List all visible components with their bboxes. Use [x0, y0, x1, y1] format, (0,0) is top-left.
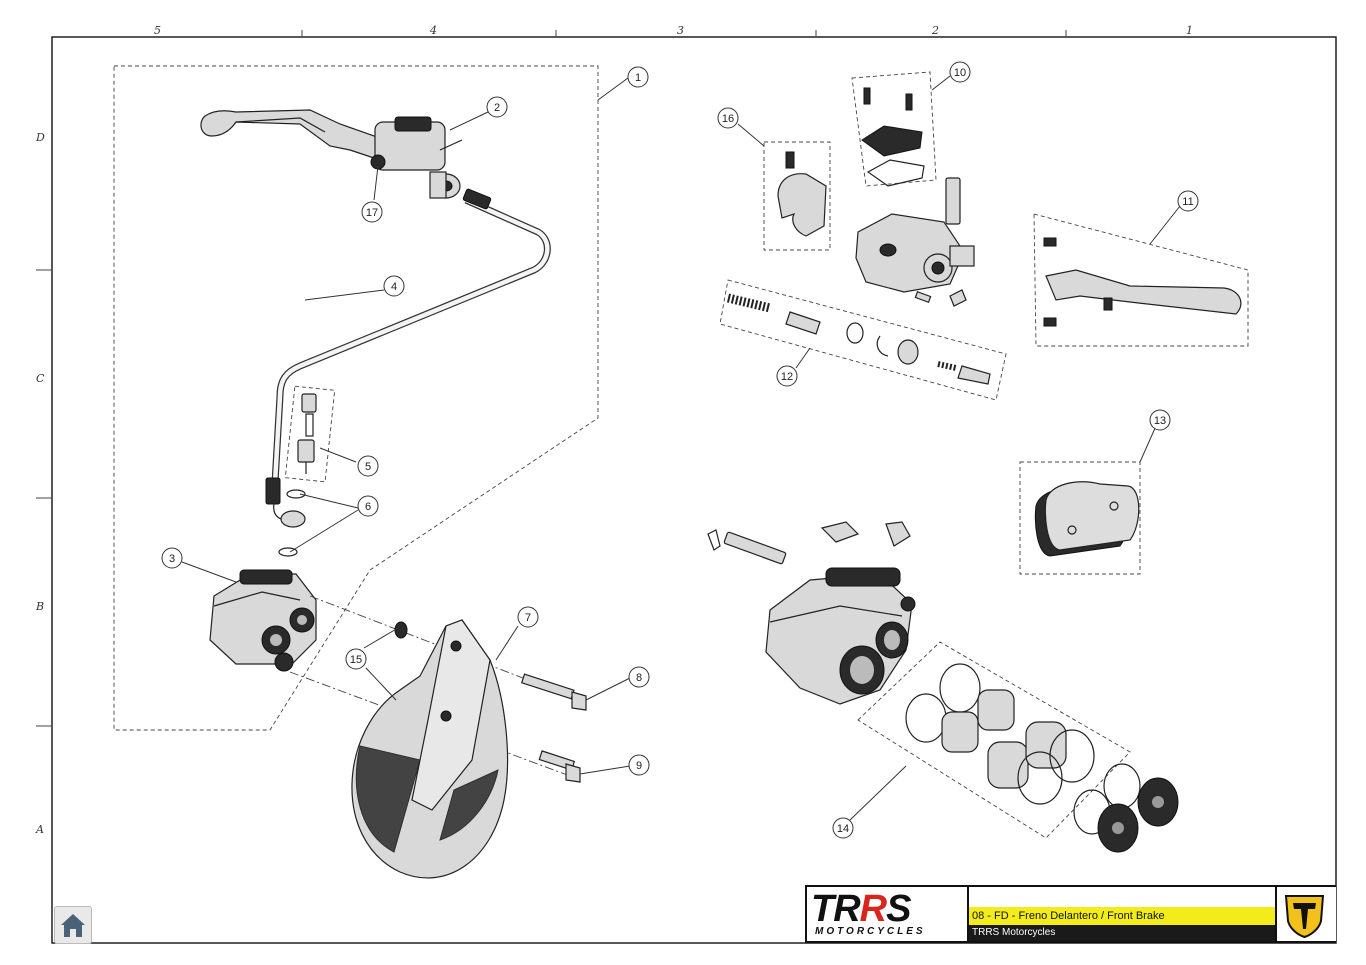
assembly-outline-10 [851, 71, 937, 187]
callout-17: 17 [361, 201, 383, 223]
svg-text:1: 1 [635, 72, 641, 84]
callout-9: 9 [628, 754, 650, 776]
brake-pads [1034, 481, 1140, 557]
caliper-right [765, 567, 916, 705]
callout-11: 11 [1177, 190, 1199, 212]
zone-col-5: 5 [154, 24, 161, 37]
company-name: TRRS Motorcycles [969, 925, 1275, 941]
spacer-upper [394, 621, 408, 639]
callout-12: 12 [776, 365, 798, 387]
callout-5: 5 [357, 455, 379, 477]
brand-logo-text: TRRS [811, 888, 911, 930]
banjo-fitting [280, 510, 306, 528]
callout-bubbles: 1 2 3 4 5 6 7 8 9 10 11 12 13 14 15 16 1… [161, 61, 1199, 839]
trrs-shield-icon [1284, 895, 1325, 939]
caliper-left [209, 569, 317, 672]
callout-3: 3 [161, 547, 183, 569]
logo-box: TRRS MOTORCYCLES [807, 887, 969, 941]
svg-text:11: 11 [1182, 196, 1193, 208]
svg-text:8: 8 [636, 672, 642, 684]
callout-1: 1 [627, 66, 649, 88]
assembly-outline-1 [113, 65, 599, 731]
callout-7: 7 [517, 606, 539, 628]
zone-ticks [36, 30, 1067, 727]
pivot-pin [945, 177, 961, 225]
piston-kit [726, 293, 991, 385]
assembly-outline-11 [1033, 213, 1249, 347]
svg-text:16: 16 [722, 113, 734, 125]
svg-text:9: 9 [636, 760, 642, 772]
bleed-valve [297, 393, 317, 474]
zone-col-1: 1 [1186, 24, 1193, 37]
leader-lines [181, 75, 1181, 821]
callout-15: 15 [345, 648, 367, 670]
caliper-hardware [707, 521, 911, 565]
brand-logo-subtext: MOTORCYCLES [815, 926, 926, 937]
callout-6: 6 [357, 495, 379, 517]
home-icon [61, 914, 85, 937]
callout-13: 13 [1149, 409, 1171, 431]
callout-10: 10 [949, 61, 971, 83]
zone-row-d: D [35, 131, 45, 144]
assembly-outline-5 [284, 385, 336, 483]
svg-text:4: 4 [391, 281, 397, 293]
lever-clamp [777, 151, 827, 237]
zone-row-a: A [35, 823, 44, 836]
brake-hose [265, 188, 551, 521]
svg-text:10: 10 [954, 67, 966, 79]
bolt-lower [538, 750, 581, 783]
drawing-frame [51, 36, 1337, 944]
callout-2: 2 [486, 96, 508, 118]
copper-washer-upper [286, 489, 306, 499]
svg-text:14: 14 [837, 823, 849, 835]
caliper-pistons [1097, 777, 1179, 853]
svg-text:15: 15 [350, 654, 362, 666]
reservoir-cap [861, 87, 925, 187]
assembly-outline-16 [763, 141, 831, 251]
zone-col-4: 4 [429, 24, 437, 37]
bolt-upper [520, 673, 587, 711]
svg-text:3: 3 [169, 553, 175, 565]
svg-text:13: 13 [1154, 415, 1166, 427]
svg-text:5: 5 [365, 461, 371, 473]
callout-16: 16 [717, 107, 739, 129]
disc-guard [351, 619, 509, 879]
master-cylinder-body [855, 213, 975, 307]
brake-lever-right [1043, 237, 1242, 327]
piston-seals [905, 663, 1141, 835]
title-block: TRRS MOTORCYCLES 08 - FD - Freno Delante… [805, 885, 1336, 943]
assembly-outline-14 [857, 641, 1131, 839]
badge-box [1275, 887, 1336, 941]
svg-text:12: 12 [781, 371, 793, 383]
assembly-outline-12 [719, 279, 1007, 401]
svg-text:7: 7 [525, 612, 531, 624]
zone-row-b: B [35, 600, 44, 613]
document-title: 08 - FD - Freno Delantero / Front Brake [969, 907, 1275, 925]
assembly-outline-13 [1019, 461, 1141, 575]
copper-washer-lower [278, 547, 298, 557]
brake-lever-assembly [200, 109, 463, 199]
svg-text:17: 17 [366, 207, 378, 219]
callout-4: 4 [383, 275, 405, 297]
home-button[interactable] [54, 906, 92, 944]
callout-8: 8 [628, 666, 650, 688]
callout-14: 14 [832, 817, 854, 839]
zone-col-2: 2 [931, 24, 939, 37]
zone-row-c: C [36, 372, 45, 385]
zone-col-3: 3 [677, 24, 684, 37]
svg-text:2: 2 [494, 102, 500, 114]
svg-text:6: 6 [365, 501, 371, 513]
